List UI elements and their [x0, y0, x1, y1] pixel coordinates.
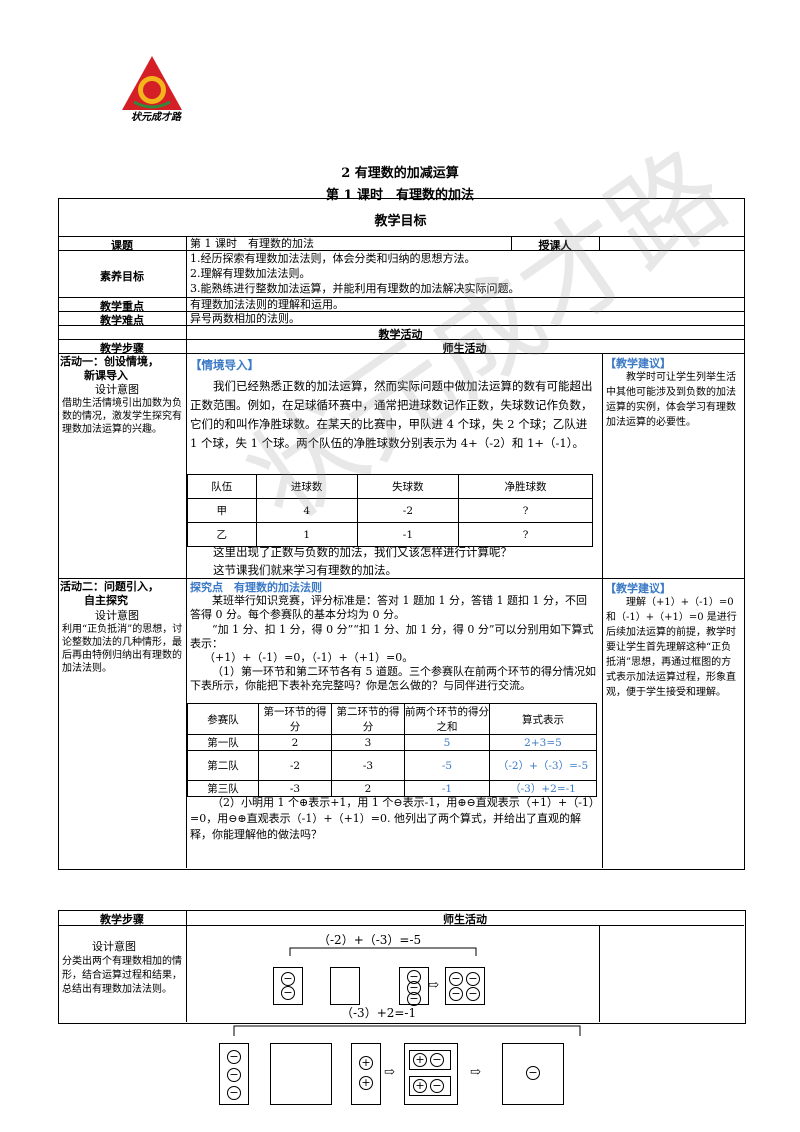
teacher-label: 授课人	[538, 239, 572, 252]
section-title: 教学目标	[374, 214, 427, 229]
lesson-table	[58, 198, 745, 870]
bracket-1	[289, 947, 477, 956]
logo-text: 状元成才路	[131, 112, 181, 123]
activity2-design-label: 设计意图	[95, 609, 139, 622]
steps-label: 教学步骤	[100, 342, 144, 355]
activity1-design-text: 借助生活情境引出加数为负数的情况，激发学生探究有理数加法运算的兴趣。	[62, 398, 182, 435]
activity-title: 教学活动	[378, 328, 423, 341]
activity2-suggest-text: 理解（+1）+（-1）=0 和（-1）+（+1）=0 是进行后续加法运算的前提，…	[606, 597, 737, 698]
activity2-tag: 探究点 有理数的加法法则	[190, 581, 322, 594]
topic-value: 第 1 课时 有理数的加法	[190, 237, 314, 250]
activity2-formula: （+1）+（-1）=0，（-1）+（+1）=0。	[204, 651, 414, 664]
table2-design-text: 分类出两个有理数相加的情形，结合运算过程和结果，总结出有理数加法法则。	[62, 956, 182, 995]
box-h: + − + −	[404, 1043, 458, 1105]
table2-teacher-student-label: 师生活动	[443, 913, 487, 926]
lesson-subtitle: 第 1 课时 有理数的加法	[325, 188, 475, 203]
goals-table: 队伍 进球数 失球数 净胜球数 甲 4 -2 ? 乙 1 -1 ?	[187, 474, 593, 547]
teacher-student-label: 师生活动	[442, 342, 487, 355]
key-value: 有理数加法法则的理解和运用。	[190, 298, 344, 311]
goal-1: 1.经历探索有理数加法法则，体会分类和归纳的思想方法。	[190, 252, 476, 265]
steps-table	[58, 910, 746, 1024]
goal-3: 3.能熟练进行整数加法运算，并能利用有理数的加法解决实际问题。	[190, 282, 520, 295]
difficulty-label: 教学难点	[100, 314, 144, 327]
literacy-label: 素养目标	[100, 270, 144, 283]
table2-design-label: 设计意图	[92, 940, 136, 953]
box-a: − −	[273, 967, 303, 1005]
activity1-para3: 这节课我们就来学习有理数的加法。	[213, 563, 397, 577]
activity2-design-text: 利用“正负抵消”的思想，讨论整数加法的几种情形，最后再由特例归纳出有理数的加法法…	[62, 624, 183, 674]
box-e: − − −	[219, 1043, 249, 1105]
activity2-title: 活动二：问题引入， 自主探究	[60, 580, 159, 607]
box-b	[330, 967, 360, 1005]
arrow-right-icon-3: ⇨	[470, 1065, 481, 1080]
lesson-title: 2 有理数的加减运算	[341, 166, 459, 181]
box-d: − − − −	[445, 967, 485, 1005]
scores-table: 参赛队 第一环节的得分 第二环节的得分 前两个环节的得分之和 算式表示 第一队 …	[187, 703, 597, 797]
activity2-suggest-tag: 【教学建议】	[605, 582, 671, 595]
arrow-right-icon: ⇨	[428, 978, 439, 993]
activity1-para1: 我们已经熟悉正数的加法运算，然而实际问题中做加法运算的数有可能超出正数范围。例如…	[190, 379, 593, 450]
key-label: 教学重点	[100, 300, 144, 313]
activity1-suggest-tag: 【教学建议】	[605, 357, 671, 370]
activity1-para2: 这里出现了正数与负数的加法，我们又该怎样进行计算呢？	[213, 545, 512, 559]
activity1-suggest-text: 教学时可让学生列举生活中其他可能涉及到负数的加法运算的实例，体会学习有理数加法运…	[606, 372, 736, 428]
activity2-para4: （2）小明用 1 个⊕表示+1，用 1 个⊖表示-1，用⊕⊖直观表示（+1）+（…	[190, 796, 595, 841]
arrow-right-icon-2: ⇨	[384, 1065, 395, 1080]
activity2-para1: 某班举行知识竞赛，评分标准是：答对 1 题加 1 分，答错 1 题扣 1 分，不…	[190, 594, 587, 621]
logo-icon	[122, 56, 182, 110]
activity1-title: 活动一：创设情境， 新课导入	[60, 355, 159, 382]
topic-label: 课题	[111, 239, 133, 252]
bracket-2	[233, 1025, 581, 1036]
eq1-label: （-2）+（-3）=-5	[318, 933, 422, 947]
box-i: −	[502, 1043, 564, 1105]
activity1-design-label: 设计意图	[95, 383, 139, 396]
activity2-para2: “加 1 分、扣 1 分，得 0 分”“扣 1 分、加 1 分，得 0 分”可以…	[190, 623, 594, 650]
box-c: − − −	[399, 967, 429, 1006]
activity2-para3: （1）第一环节和第二环节各有 5 道题。三个参赛队在前两个环节的得分情况如下表所…	[190, 665, 596, 692]
box-f	[270, 1043, 332, 1105]
table2-steps-label: 教学步骤	[100, 913, 144, 926]
box-g: + +	[351, 1043, 381, 1105]
goal-2: 2.理解有理数加法法则。	[190, 267, 311, 280]
difficulty-value: 异号两数相加的法则。	[190, 312, 300, 325]
eq2-label: （-3）+2=-1	[341, 1006, 417, 1020]
activity1-tag: 【情境导入】	[190, 358, 259, 372]
